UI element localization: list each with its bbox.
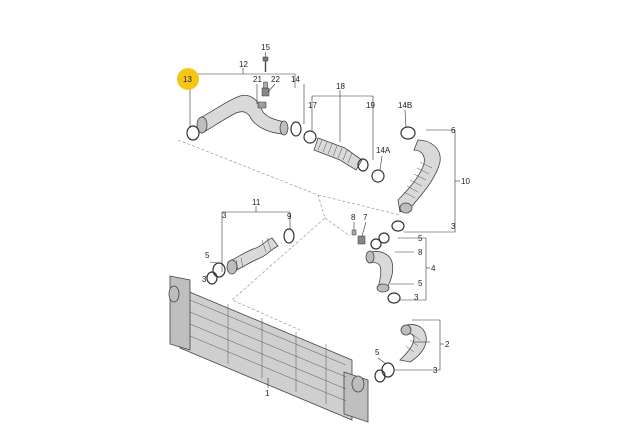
- upper-hose-clamp-left[interactable]: [186, 125, 200, 141]
- bolt-15[interactable]: [262, 56, 269, 72]
- short-hose-11[interactable]: [226, 237, 279, 275]
- upper-intake-hose[interactable]: [196, 94, 289, 136]
- callout-3d: 3: [414, 293, 419, 302]
- callout-1: 1: [265, 389, 270, 398]
- callout-5c: 5: [418, 279, 423, 288]
- callout-18: 18: [336, 82, 345, 91]
- callout-5d: 5: [375, 348, 380, 357]
- hose-ring-3-right[interactable]: [391, 220, 405, 232]
- hose-ring-5-mid[interactable]: [370, 238, 382, 250]
- sensor-7-8[interactable]: [351, 229, 366, 245]
- callout-4: 4: [431, 264, 436, 273]
- corrugated-hose-18[interactable]: [313, 137, 363, 171]
- hose-ring-14b[interactable]: [400, 126, 416, 140]
- hose-ring-9[interactable]: [283, 228, 295, 244]
- upper-hose-clamp-right[interactable]: [290, 121, 302, 137]
- callout-8a: 8: [351, 213, 356, 222]
- callout-14: 14: [291, 75, 300, 84]
- callout-14a: 14A: [376, 146, 391, 155]
- callout-22: 22: [271, 75, 280, 84]
- callout-19: 19: [366, 101, 375, 110]
- callout-6: 6: [451, 126, 456, 135]
- hose-ring-17[interactable]: [303, 130, 317, 144]
- sensor-21-22[interactable]: [261, 81, 270, 97]
- callout-3e: 3: [433, 366, 438, 375]
- hose-ring-5-lower[interactable]: [387, 292, 401, 304]
- hose-ring-3-left[interactable]: [206, 271, 218, 285]
- long-hose-10[interactable]: [397, 139, 441, 214]
- callout-21: 21: [253, 75, 262, 84]
- callout-5a: 5: [205, 251, 210, 260]
- callout-3b: 3: [202, 275, 207, 284]
- callout-11: 11: [252, 198, 261, 207]
- highlight-marker-13: [177, 68, 199, 90]
- callout-10: 10: [461, 177, 470, 186]
- callout-2: 2: [445, 340, 450, 349]
- hose-ring-5-bottom[interactable]: [381, 362, 395, 378]
- callout-3a: 3: [222, 211, 227, 220]
- callout-3c: 3: [451, 222, 456, 231]
- callout-17: 17: [308, 101, 317, 110]
- callout-15: 15: [261, 43, 270, 52]
- intercooler-1[interactable]: [168, 275, 369, 423]
- callout-5b: 5: [418, 234, 423, 243]
- hose-ring-5-left[interactable]: [212, 262, 226, 278]
- callout-12: 12: [239, 60, 248, 69]
- callout-14b: 14B: [398, 101, 412, 110]
- callout-7: 7: [363, 213, 368, 222]
- outlet-hose-2[interactable]: [399, 324, 427, 363]
- hose-ring-3-bottom[interactable]: [374, 369, 386, 383]
- hose-ring-3-mid[interactable]: [378, 232, 390, 244]
- callout-13: 13: [183, 75, 192, 84]
- callout-9: 9: [287, 212, 292, 221]
- elbow-hose-4[interactable]: [365, 250, 394, 293]
- hose-ring-19[interactable]: [357, 158, 369, 172]
- callout-8b: 8: [418, 248, 423, 257]
- callout-labels: 1 2 3 3 3 3 3 4 5 5 5 5 6 7 8 8 9 10 11 …: [183, 43, 470, 398]
- assembly-dashed-outline: [177, 139, 401, 331]
- hose-ring-14a[interactable]: [371, 169, 385, 183]
